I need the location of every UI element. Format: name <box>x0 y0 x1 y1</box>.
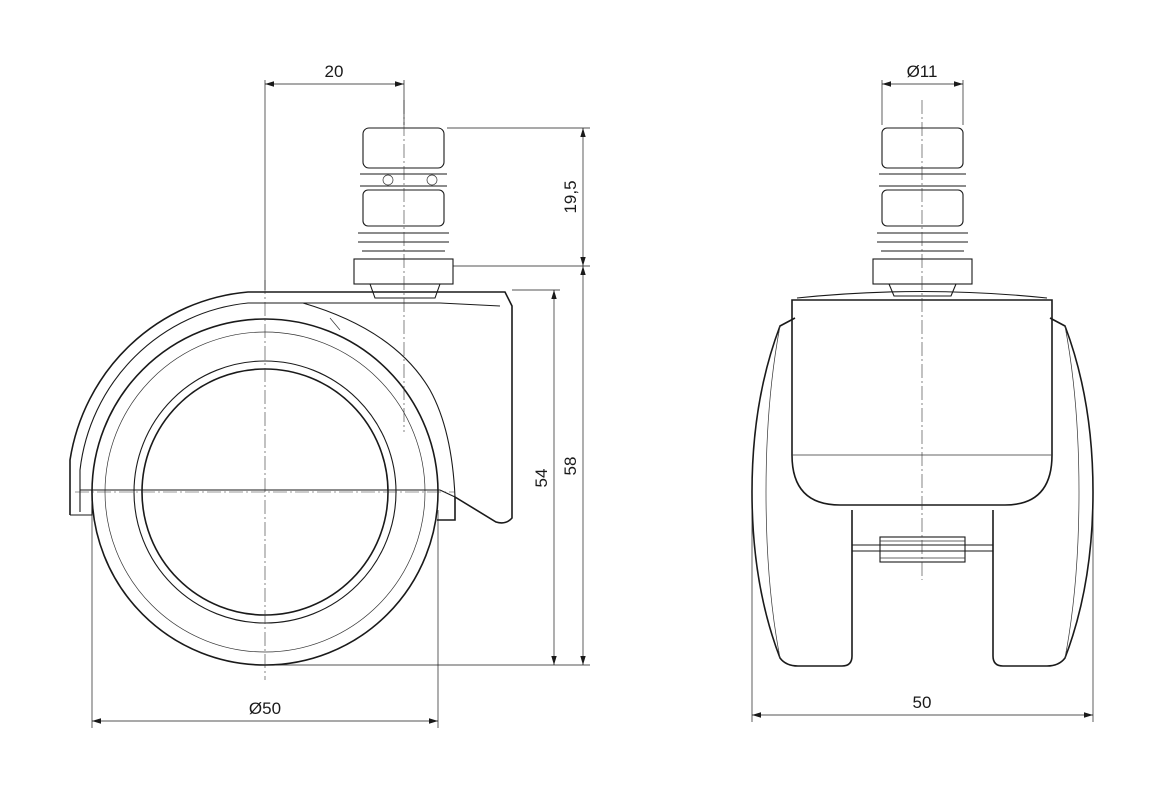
dimension-wheel-diameter-label: Ø50 <box>249 699 281 718</box>
dimension-wheel-diameter: Ø50 <box>91 500 439 728</box>
dimension-pin-diameter-label: Ø11 <box>907 62 938 81</box>
housing-axle-bar <box>92 489 456 498</box>
front-view: Ø11 50 <box>751 62 1094 722</box>
dimension-width: 50 <box>751 500 1094 722</box>
housing-inner-rim <box>79 302 501 512</box>
dimension-pin-length-label: 19,5 <box>561 180 580 213</box>
dimension-height-total-label: 58 <box>561 457 580 476</box>
front-stem-pin <box>872 127 973 297</box>
housing-bevel <box>329 317 341 331</box>
front-wheel-right-tread <box>1064 325 1080 659</box>
dimension-pin-diameter: Ø11 <box>881 62 964 125</box>
side-view: 20 19,5 54 58 Ø50 <box>69 62 590 728</box>
dimension-height-housing: 54 <box>270 289 590 666</box>
front-axle <box>852 536 993 563</box>
housing-arm <box>302 302 456 498</box>
dimension-height-total: 58 <box>561 266 586 665</box>
front-housing-inner <box>796 290 1048 299</box>
dimension-width-label: 50 <box>913 693 932 712</box>
dimension-pin-length: 19,5 <box>447 127 590 267</box>
front-wheel-left <box>751 317 853 667</box>
front-housing <box>791 299 1053 506</box>
dimension-pin-offset-label: 20 <box>325 62 344 81</box>
dimension-pin-offset: 20 <box>264 62 405 290</box>
front-wheel-right <box>992 317 1094 667</box>
stem-pin <box>353 127 454 299</box>
front-wheel-left-tread <box>765 325 781 659</box>
housing-outer <box>69 291 513 524</box>
dimension-height-housing-label: 54 <box>532 469 551 488</box>
housing-foot-left <box>70 489 93 516</box>
